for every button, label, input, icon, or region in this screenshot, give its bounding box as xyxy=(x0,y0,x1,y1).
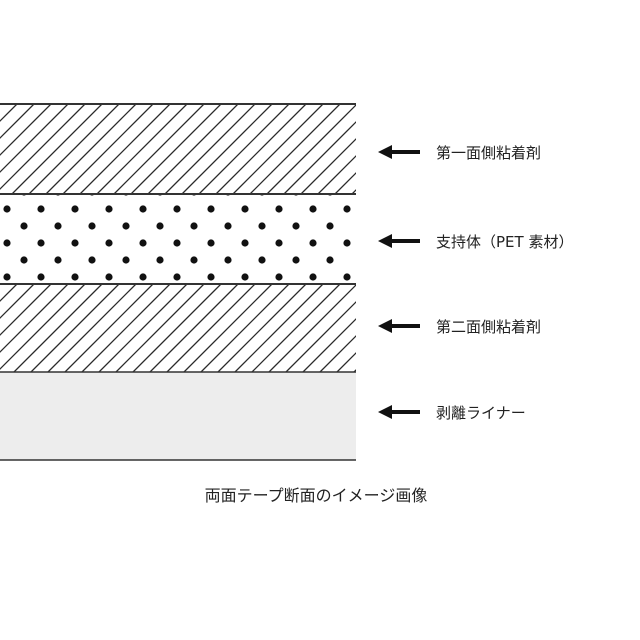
hatch-pattern-second-adhesive xyxy=(0,284,356,372)
hatch-line xyxy=(181,104,273,194)
hatch-line xyxy=(215,104,307,194)
dot-pattern-pet-support xyxy=(0,194,356,284)
hatch-line xyxy=(0,284,86,370)
hatch-line xyxy=(11,104,103,194)
label-release-liner: 剥離ライナー xyxy=(378,404,526,422)
left-arrow-icon xyxy=(378,145,420,159)
hatch-line xyxy=(47,284,137,372)
hatch-line xyxy=(334,172,356,194)
left-arrow-icon xyxy=(378,234,420,248)
hatch-line xyxy=(319,335,356,372)
layer-label-first-adhesive: 第一面側粘着剤 xyxy=(436,144,541,162)
hatch-line xyxy=(0,284,52,336)
hatch-line xyxy=(336,352,356,372)
hatch-line xyxy=(45,104,137,194)
label-second-adhesive: 第二面側粘着剤 xyxy=(378,318,541,336)
layer-first-adhesive xyxy=(0,104,356,194)
hatch-line xyxy=(198,104,290,194)
hatch-line xyxy=(200,284,290,372)
hatch-line xyxy=(30,284,120,372)
hatch-line xyxy=(64,284,154,372)
hatch-line xyxy=(81,284,171,372)
hatch-line xyxy=(164,104,256,194)
hatch-line xyxy=(147,104,239,194)
hatch-line xyxy=(0,284,18,302)
hatch-line xyxy=(183,284,273,372)
hatch-line xyxy=(166,284,256,372)
hatch-line xyxy=(79,104,171,194)
hatch-line xyxy=(98,284,188,372)
label-first-adhesive: 第一面側粘着剤 xyxy=(378,144,541,162)
hatch-line xyxy=(0,104,52,156)
layer-label-release-liner: 剥離ライナー xyxy=(436,404,526,422)
hatch-line xyxy=(28,104,120,194)
label-pet-support: 支持体（PET 素材） xyxy=(378,233,573,251)
hatch-line xyxy=(249,104,341,194)
hatch-line xyxy=(266,104,356,194)
hatch-line xyxy=(0,284,69,353)
left-arrow-icon xyxy=(378,319,420,333)
hatch-line xyxy=(302,318,356,372)
diagram-caption: 両面テープ断面のイメージ画像 xyxy=(205,486,428,505)
layer-label-pet-support: 支持体（PET 素材） xyxy=(436,233,573,251)
hatch-line xyxy=(217,284,307,372)
layer-release-liner xyxy=(0,372,356,460)
hatch-line xyxy=(0,284,35,319)
hatch-line xyxy=(268,284,356,372)
layer-label-second-adhesive: 第二面側粘着剤 xyxy=(436,318,541,336)
hatch-line xyxy=(300,138,356,194)
hatch-line xyxy=(232,104,324,194)
layer-pet-support xyxy=(0,194,356,284)
hatch-line xyxy=(0,104,18,122)
hatch-line xyxy=(234,284,324,372)
hatch-line xyxy=(149,284,239,372)
hatch-line xyxy=(115,284,205,372)
left-arrow-icon xyxy=(378,405,420,419)
hatch-line xyxy=(251,284,341,372)
hatch-pattern-first-adhesive xyxy=(0,104,356,194)
hatch-line xyxy=(0,104,86,190)
hatch-line xyxy=(283,121,356,194)
hatch-line xyxy=(96,104,188,194)
hatch-line xyxy=(13,284,103,372)
layer-second-adhesive xyxy=(0,284,356,372)
hatch-line xyxy=(113,104,205,194)
hatch-line xyxy=(285,301,356,372)
hatch-line xyxy=(0,104,69,173)
hatch-line xyxy=(351,189,356,194)
hatch-line xyxy=(0,104,35,139)
hatch-line xyxy=(62,104,154,194)
hatch-line xyxy=(132,284,222,372)
hatch-line xyxy=(317,155,356,194)
hatch-line xyxy=(130,104,222,194)
